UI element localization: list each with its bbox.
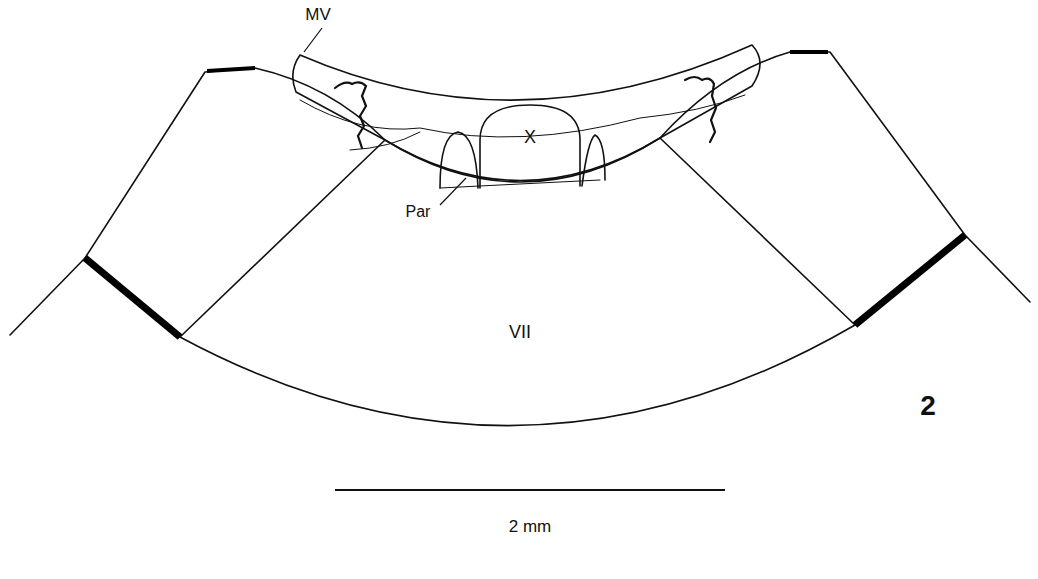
scale-label: 2 mm <box>509 518 552 535</box>
part-label: MV <box>305 6 331 23</box>
figure-number: 2 <box>920 392 936 420</box>
part-label: X <box>524 128 536 146</box>
part-label: Par <box>406 204 431 220</box>
part-label: VII <box>509 323 531 341</box>
